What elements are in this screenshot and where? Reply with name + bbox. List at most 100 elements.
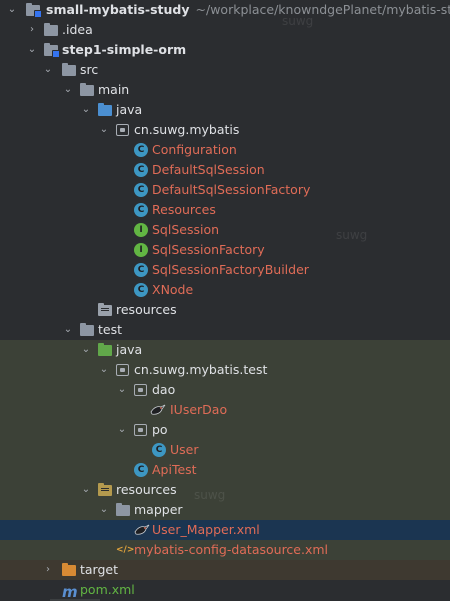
tree-row-xnode[interactable]: C XNode	[0, 280, 450, 300]
tree-row-main[interactable]: ⌄ main	[0, 80, 450, 100]
chevron-down-icon[interactable]: ⌄	[81, 344, 91, 355]
folder-icon	[116, 503, 130, 516]
tree-label: SqlSessionFactory	[152, 242, 265, 257]
tree-row-sqlsessionfactory[interactable]: I SqlSessionFactory	[0, 240, 450, 260]
tree-row-configuration[interactable]: C Configuration	[0, 140, 450, 160]
chevron-down-icon[interactable]: ⌄	[99, 504, 109, 515]
class-icon: C	[134, 143, 148, 157]
tree-row-defaultsqlsessionfactory[interactable]: C DefaultSqlSessionFactory	[0, 180, 450, 200]
mybatis-bird-icon	[150, 404, 166, 415]
interface-icon: I	[134, 243, 148, 257]
project-path: ~/workplace/knowndgePlanet/mybatis-study	[195, 2, 450, 17]
tree-label: small-mybatis-study	[46, 2, 190, 17]
tree-label: resources	[116, 302, 177, 317]
chevron-down-icon[interactable]: ⌄	[81, 104, 91, 115]
tree-row-user-mapper-xml[interactable]: User_Mapper.xml	[0, 520, 450, 540]
tree-label: cn.suwg.mybatis	[134, 122, 240, 137]
tree-label: dao	[152, 382, 176, 397]
tree-label: main	[98, 82, 130, 97]
chevron-right-icon[interactable]: ›	[46, 564, 50, 575]
package-icon	[116, 124, 129, 136]
tree-label: mybatis-config-datasource.xml	[134, 542, 329, 557]
tree-label: ApiTest	[152, 462, 197, 477]
chevron-right-icon[interactable]: ›	[30, 24, 34, 35]
tree-row-src[interactable]: ⌄ src	[0, 60, 450, 80]
folder-module-icon	[44, 43, 60, 58]
tree-row-small-mybatis-study[interactable]: ⌄ small-mybatis-study ~/workplace/knowndg…	[0, 0, 450, 20]
package-icon	[116, 364, 129, 376]
tree-label: .idea	[62, 22, 93, 37]
scroll-indicator	[50, 599, 100, 601]
tree-label: DefaultSqlSessionFactory	[152, 182, 311, 197]
tree-label: User	[170, 442, 199, 457]
tree-row-idea[interactable]: › .idea	[0, 20, 450, 40]
package-icon	[134, 424, 147, 436]
tree-row-test[interactable]: ⌄ test	[0, 320, 450, 340]
tree-label: java	[116, 102, 143, 117]
chevron-down-icon[interactable]: ⌄	[81, 484, 91, 495]
folder-icon	[44, 23, 58, 36]
tree-label: src	[80, 62, 99, 77]
class-icon: C	[134, 163, 148, 177]
tree-label: resources	[116, 482, 177, 497]
mybatis-icon	[150, 403, 166, 417]
tree-row-target[interactable]: › target	[0, 560, 450, 580]
tree-row-java-main[interactable]: ⌄ java	[0, 100, 450, 120]
tree-label: IUserDao	[170, 402, 228, 417]
chevron-down-icon[interactable]: ⌄	[27, 44, 37, 55]
tree-row-package-main[interactable]: ⌄ cn.suwg.mybatis	[0, 120, 450, 140]
tree-row-java-test[interactable]: ⌄ java	[0, 340, 450, 360]
tree-label: po	[152, 422, 168, 437]
folder-test-resources-icon	[98, 483, 112, 496]
test-class-icon: C	[134, 463, 148, 477]
tree-row-resources-test[interactable]: ⌄ resources	[0, 480, 450, 500]
chevron-down-icon[interactable]: ⌄	[63, 324, 73, 335]
chevron-down-icon[interactable]: ⌄	[63, 84, 73, 95]
chevron-down-icon[interactable]: ⌄	[99, 124, 109, 135]
tree-label: step1-simple-orm	[62, 42, 187, 57]
folder-excluded-icon	[62, 563, 76, 576]
folder-test-icon	[98, 343, 112, 356]
mybatis-icon	[134, 523, 150, 537]
folder-icon	[62, 63, 76, 76]
xml-icon: </>	[116, 545, 135, 555]
tree-row-defaultsqlsession[interactable]: C DefaultSqlSession	[0, 160, 450, 180]
tree-label: Resources	[152, 202, 216, 217]
tree-row-sqlsession[interactable]: I SqlSession	[0, 220, 450, 240]
tree-label: SqlSessionFactoryBuilder	[152, 262, 309, 277]
tree-row-step1-simple-orm[interactable]: ⌄ step1-simple-orm	[0, 40, 450, 60]
chevron-down-icon[interactable]: ⌄	[7, 4, 17, 15]
tree-label: SqlSession	[152, 222, 220, 237]
tree-label: mapper	[134, 502, 183, 517]
tree-label: pom.xml	[80, 582, 135, 597]
folder-icon	[80, 323, 94, 336]
interface-icon: I	[134, 223, 148, 237]
tree-row-resources-main[interactable]: resources	[0, 300, 450, 320]
tree-row-resources-class[interactable]: C Resources	[0, 200, 450, 220]
tree-row-po[interactable]: ⌄ po	[0, 420, 450, 440]
folder-source-icon	[98, 103, 112, 116]
tree-label: test	[98, 322, 123, 337]
tree-row-package-test[interactable]: ⌄ cn.suwg.mybatis.test	[0, 360, 450, 380]
chevron-down-icon[interactable]: ⌄	[43, 64, 53, 75]
tree-row-sqlsessionfactorybuilder[interactable]: C SqlSessionFactoryBuilder	[0, 260, 450, 280]
tree-label: Configuration	[152, 142, 237, 157]
tree-row-mybatis-config[interactable]: </> mybatis-config-datasource.xml	[0, 540, 450, 560]
tree-row-mapper[interactable]: ⌄ mapper	[0, 500, 450, 520]
folder-icon	[80, 83, 94, 96]
package-icon	[134, 384, 147, 396]
tree-row-user[interactable]: C User	[0, 440, 450, 460]
chevron-down-icon[interactable]: ⌄	[99, 364, 109, 375]
tree-row-pom-xml[interactable]: m pom.xml	[0, 580, 450, 600]
folder-module-icon	[26, 3, 42, 18]
chevron-down-icon[interactable]: ⌄	[117, 384, 127, 395]
chevron-down-icon[interactable]: ⌄	[117, 424, 127, 435]
mybatis-bird-icon	[134, 524, 150, 535]
tree-row-iuserdao[interactable]: IUserDao	[0, 400, 450, 420]
tree-label: target	[80, 562, 119, 577]
tree-label: User_Mapper.xml	[152, 522, 260, 537]
tree-row-apitest[interactable]: C ApiTest	[0, 460, 450, 480]
tree-row-dao[interactable]: ⌄ dao	[0, 380, 450, 400]
tree-label: DefaultSqlSession	[152, 162, 265, 177]
